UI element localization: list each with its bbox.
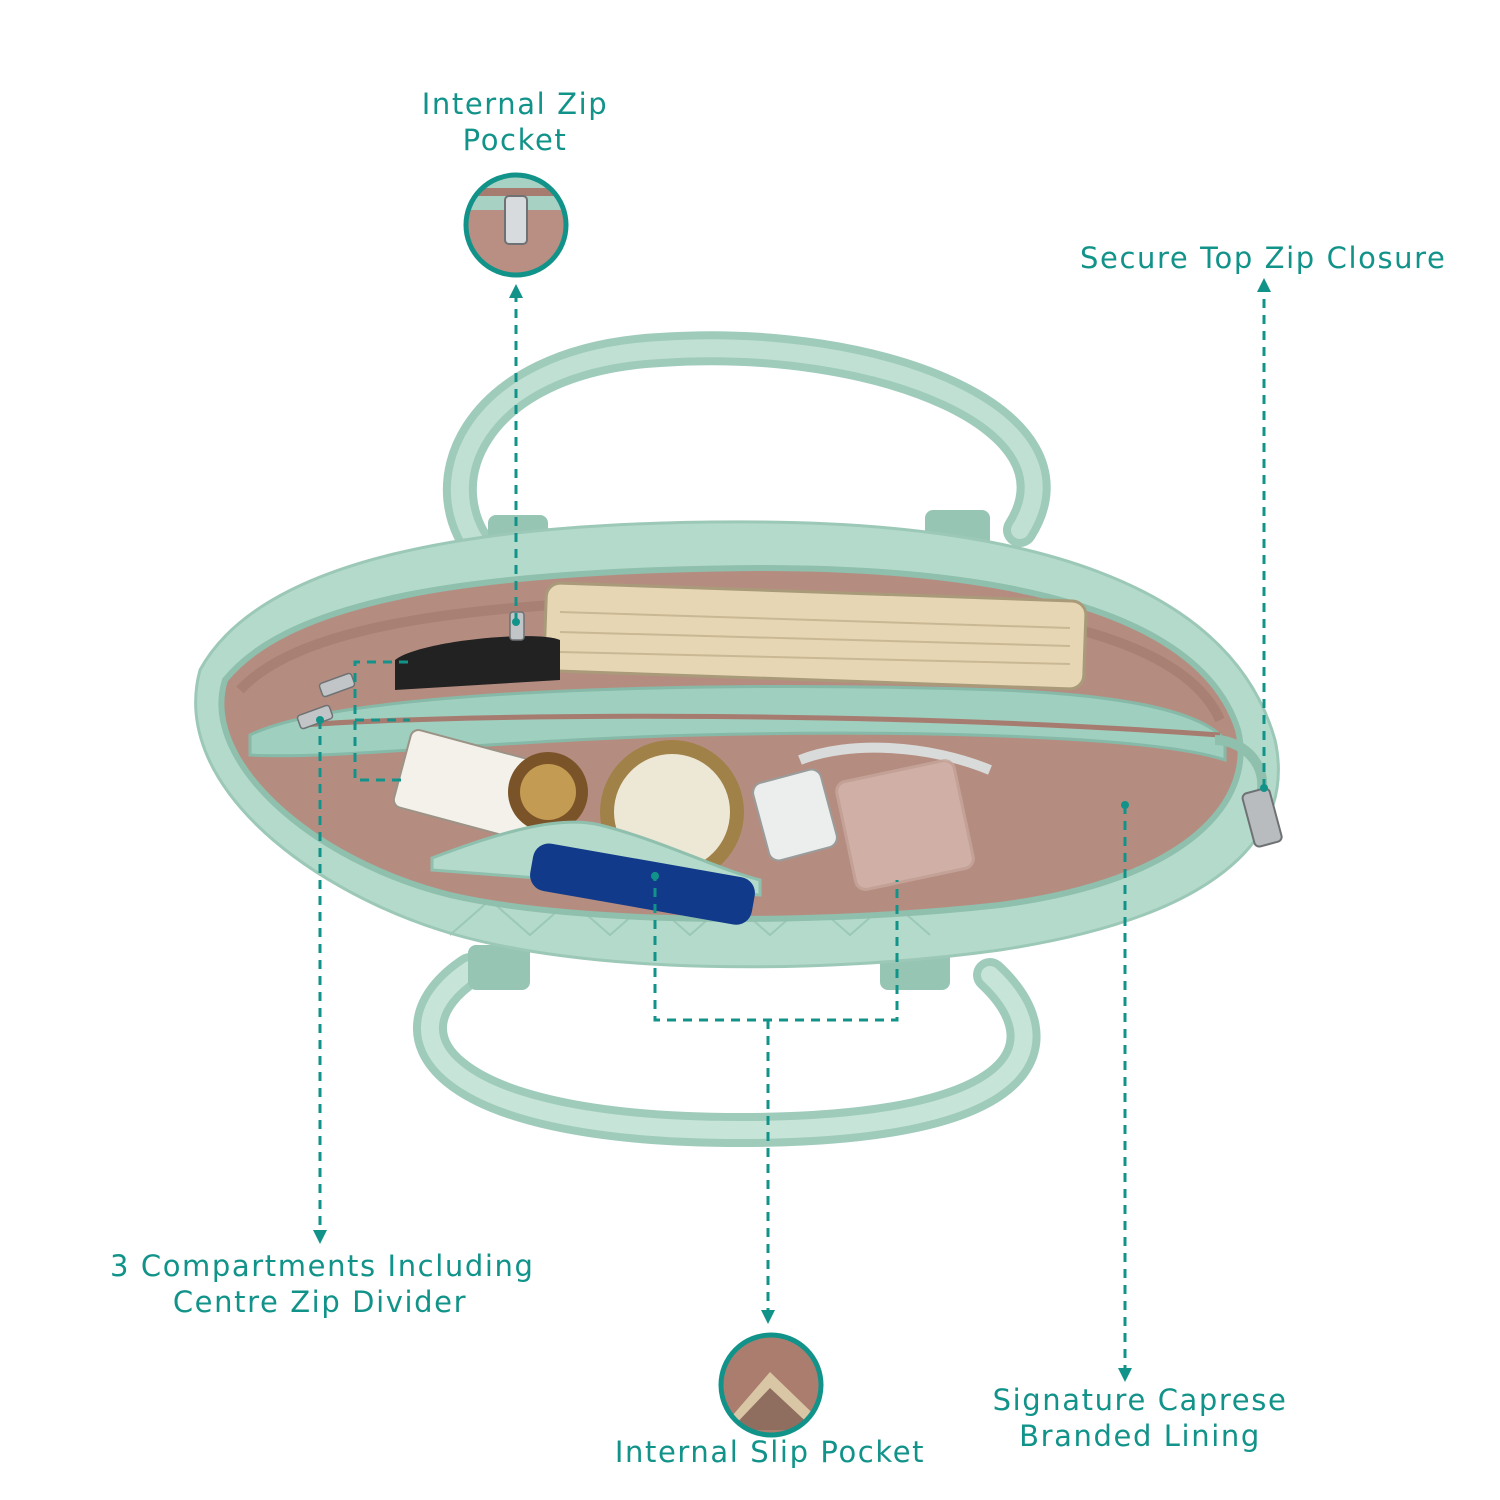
arrow-top-zip-up	[1257, 278, 1271, 292]
leader-arrowheads	[313, 278, 1271, 1382]
charger	[752, 742, 992, 862]
callout-internal-zip-line1: Internal Zip	[421, 87, 609, 121]
wallet	[395, 636, 560, 690]
callout-lining-line1: Signature Caprese	[992, 1383, 1288, 1417]
leader-lines	[318, 292, 1266, 1370]
callout-compartments: 3 Compartments Including Centre Zip Divi…	[110, 1248, 535, 1320]
dot-internal-zip	[512, 618, 520, 626]
divider-zip-pull	[296, 672, 356, 730]
centre-zip-divider	[248, 684, 1227, 763]
callout-top-zip: Secure Top Zip Closure	[1080, 240, 1447, 276]
leader-dots	[316, 618, 1268, 880]
phone	[530, 843, 755, 925]
card-holder	[835, 759, 975, 891]
bottom-handle	[413, 945, 1041, 1148]
callout-internal-zip-line2: Pocket	[462, 123, 568, 157]
arrow-slip-down	[761, 1310, 775, 1324]
dot-lining	[1121, 801, 1129, 809]
jar	[508, 752, 588, 832]
arrow-compartments-down	[313, 1230, 327, 1244]
dot-slip	[651, 872, 659, 880]
slip-pocket-icon	[718, 1332, 824, 1438]
top-zip-pull	[1214, 735, 1283, 848]
zip-pull-icon	[463, 172, 569, 278]
callout-lining: Signature Caprese Branded Lining	[990, 1382, 1290, 1454]
callout-internal-zip-pocket: Internal Zip Pocket	[415, 86, 615, 158]
callout-lining-line2: Branded Lining	[1019, 1419, 1261, 1453]
callout-slip-pocket: Internal Slip Pocket	[610, 1434, 930, 1470]
callout-top-zip-line1: Secure Top Zip Closure	[1080, 241, 1447, 275]
callout-slip-pocket-line1: Internal Slip Pocket	[614, 1435, 926, 1469]
callout-compartments-line1: 3 Compartments Including	[110, 1249, 535, 1283]
dot-compartments	[316, 716, 324, 724]
book	[542, 581, 1088, 691]
dot-top-zip	[1260, 784, 1268, 792]
callout-compartments-line2: Centre Zip Divider	[172, 1285, 468, 1319]
arrow-internal-zip-up	[509, 284, 523, 298]
arrow-lining-down	[1118, 1368, 1132, 1382]
